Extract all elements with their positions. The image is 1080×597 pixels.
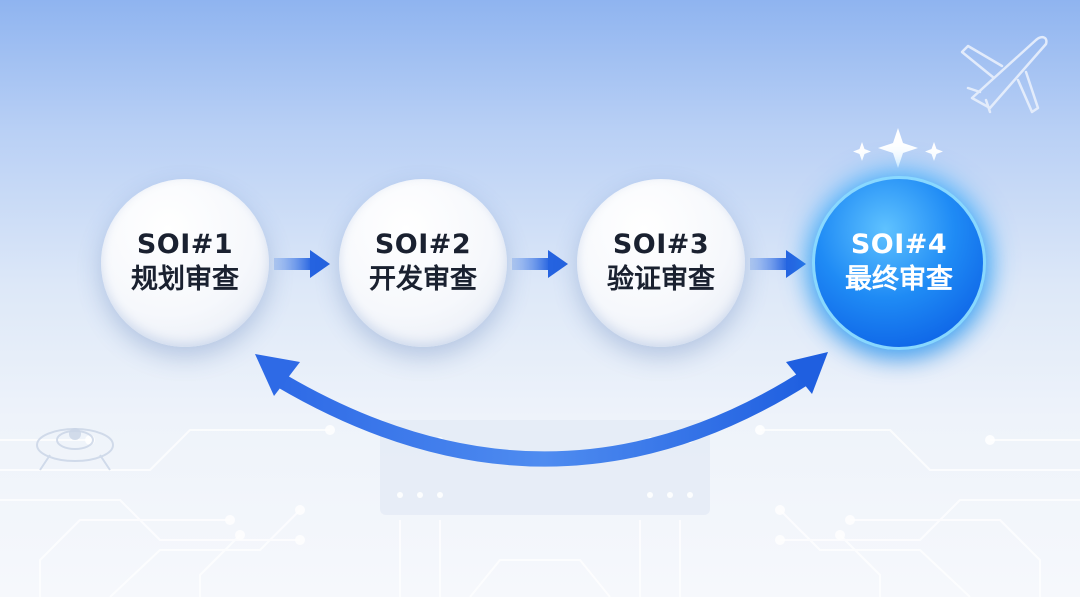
arrow-3-to-4 — [750, 250, 806, 278]
step-label: 验证审查 — [607, 264, 715, 296]
chip-icon — [36, 428, 114, 471]
step-label: 规划审查 — [131, 264, 239, 296]
step-soi1: SOI#1 规划审查 — [101, 179, 269, 347]
step-id: SOI#4 — [850, 228, 948, 260]
airplane-icon — [960, 35, 1048, 114]
arrow-1-to-2 — [274, 250, 330, 278]
step-id: SOI#3 — [612, 228, 710, 260]
step-soi3: SOI#3 验证审查 — [577, 179, 745, 347]
step-id: SOI#1 — [136, 228, 234, 260]
step-soi4: SOI#4 最终审查 — [815, 179, 983, 347]
arrow-2-to-3 — [512, 250, 568, 278]
step-label: 开发审查 — [369, 264, 477, 296]
sparkle-icon — [853, 128, 943, 168]
step-id: SOI#2 — [374, 228, 472, 260]
return-arc-arrow — [255, 352, 828, 467]
step-soi2: SOI#2 开发审查 — [339, 179, 507, 347]
step-label: 最终审查 — [845, 264, 953, 296]
